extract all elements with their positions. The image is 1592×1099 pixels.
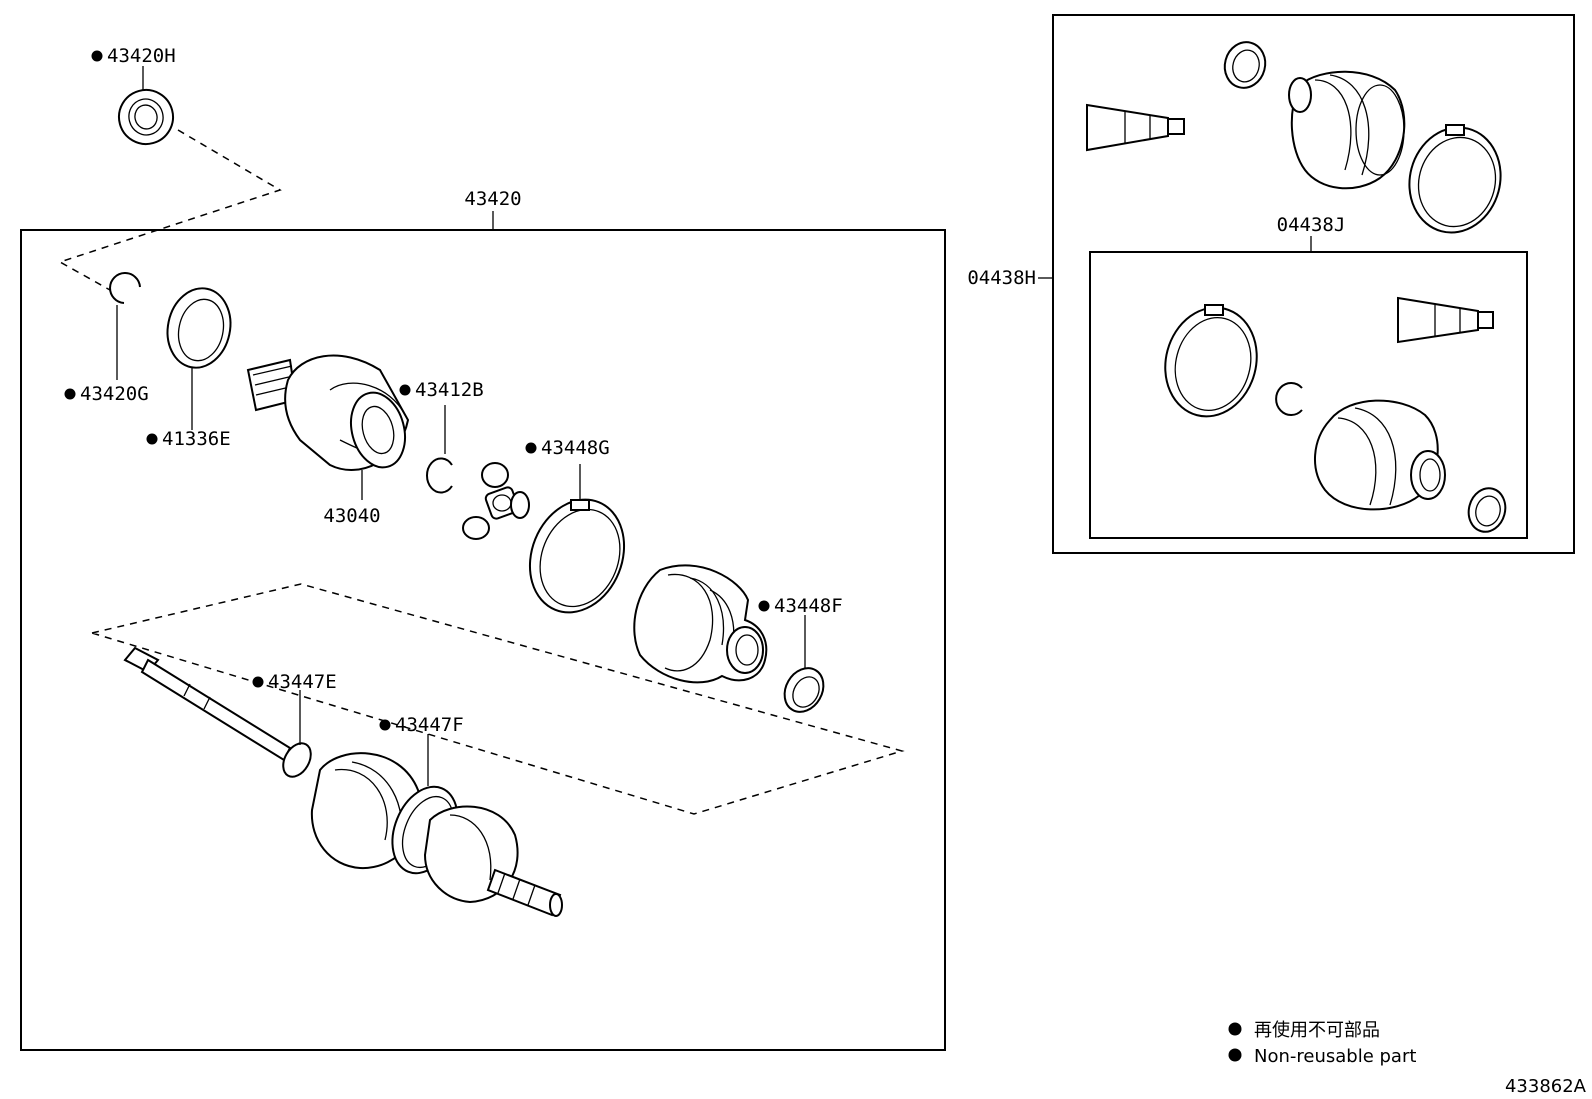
non-reusable-bullet: [758, 600, 770, 612]
joint-housing-43040[interactable]: 43040: [246, 354, 413, 527]
part-label-43448G: 43448G: [541, 437, 610, 459]
large-band-04438H[interactable]: [1398, 117, 1512, 243]
grease-tube-04438J[interactable]: [1397, 296, 1494, 344]
part-label-43420H: 43420H: [107, 45, 176, 67]
boot-band-43448F[interactable]: 43448F: [758, 595, 843, 719]
legend-english: Non-reusable part: [1254, 1046, 1416, 1067]
dashed-relation-line: [58, 129, 282, 291]
non-reusable-bullet: [64, 388, 76, 400]
legend-japanese: 再使用不可部品: [1254, 1020, 1380, 1041]
main-assembly-frame: [20, 229, 946, 1051]
tripod-spider[interactable]: [462, 462, 530, 540]
boot-band-43447F[interactable]: 43447F: [379, 714, 464, 786]
small-band-04438J[interactable]: [1464, 484, 1510, 536]
small-band-04438H[interactable]: [1220, 38, 1271, 93]
legend-bullet-icon: [1228, 1048, 1242, 1062]
part-label-43040: 43040: [323, 505, 380, 527]
non-reusable-bullet: [252, 676, 264, 688]
part-label-43448F: 43448F: [774, 595, 843, 617]
part-label-43447F: 43447F: [395, 714, 464, 736]
part-label-43447E: 43447E: [268, 671, 337, 693]
snap-ring-43412B[interactable]: 43412B: [399, 379, 484, 494]
boot-04438H[interactable]: [1288, 70, 1406, 190]
part-label-43412B: 43412B: [415, 379, 484, 401]
non-reusable-bullet: [399, 384, 411, 396]
boot-04438J[interactable]: [1314, 399, 1446, 511]
non-reusable-bullet: [379, 719, 391, 731]
part-label-04438H[interactable]: 04438H: [967, 267, 1036, 289]
part-label-43420[interactable]: 43420: [464, 188, 521, 210]
legend-bullet-icon: [1228, 1022, 1242, 1036]
legend: 再使用不可部品 Non-reusable part: [1228, 1020, 1416, 1067]
boot-kit-inner-frame: [1089, 251, 1528, 539]
boot-band-43447E[interactable]: 43447E: [252, 671, 337, 745]
dashed-relation-area: [89, 583, 905, 815]
non-reusable-bullet: [146, 433, 158, 445]
snap-ring-43420G[interactable]: 43420G: [64, 272, 149, 405]
part-label-43420G: 43420G: [80, 383, 149, 405]
drive-shaft[interactable]: [123, 646, 563, 917]
non-reusable-bullet: [525, 442, 537, 454]
large-band-04438J[interactable]: [1153, 297, 1268, 427]
grease-tube-04438H[interactable]: [1086, 103, 1185, 152]
diagram-id: 433862A: [1505, 1076, 1587, 1097]
boot-band-43448G[interactable]: 43448G: [514, 437, 641, 627]
part-label-41336E: 41336E: [162, 428, 231, 450]
dust-seal-43420H[interactable]: 43420H: [91, 45, 180, 150]
inboard-boot[interactable]: [633, 564, 768, 684]
part-label-04438J[interactable]: 04438J: [1277, 214, 1346, 236]
seal-ring-41336E[interactable]: 41336E: [146, 282, 238, 450]
snap-ring-04438J[interactable]: [1275, 382, 1303, 416]
non-reusable-bullet: [91, 50, 103, 62]
boot-kit-outer-frame: [1052, 14, 1575, 554]
